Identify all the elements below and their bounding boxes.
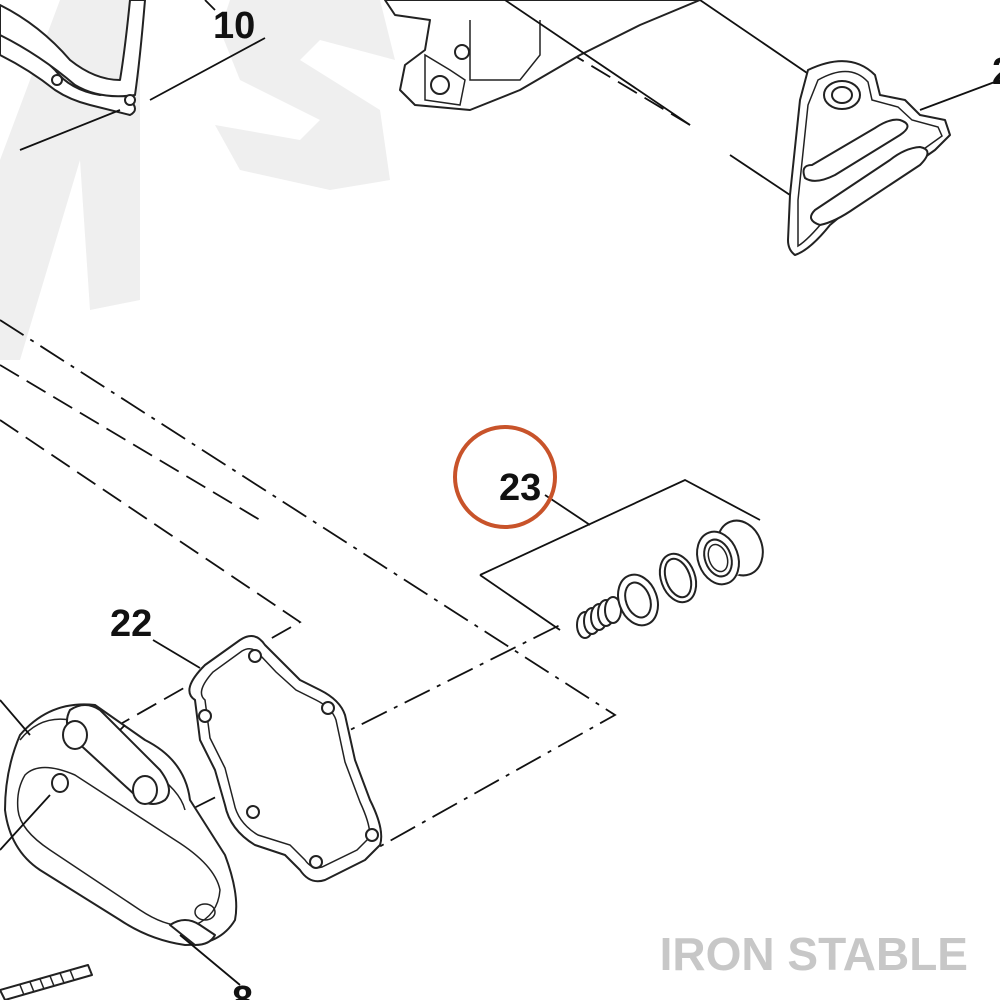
housing-top-center xyxy=(384,0,811,126)
leader-10 xyxy=(204,0,216,11)
callout-23: 23 xyxy=(499,467,541,509)
highlight-circle xyxy=(453,425,557,529)
callout-8-partial: 8 xyxy=(232,979,253,1000)
callout-10: 10 xyxy=(213,5,255,47)
o-ring xyxy=(658,552,698,604)
bolt-bottom xyxy=(0,964,93,1000)
gasket-22 xyxy=(152,635,383,883)
leader-10-b xyxy=(19,37,266,151)
seal xyxy=(696,519,764,586)
gasket-top-right xyxy=(787,60,1000,256)
washer xyxy=(617,573,659,627)
seal-kit-23 xyxy=(479,478,764,639)
callout-22: 22 xyxy=(110,603,152,645)
side-cover xyxy=(0,699,241,986)
callout-2-partial: 2 xyxy=(992,51,1000,93)
watermark-text: IRON STABLE xyxy=(660,928,968,980)
spring xyxy=(576,596,622,639)
gasket-top-left xyxy=(0,0,146,116)
